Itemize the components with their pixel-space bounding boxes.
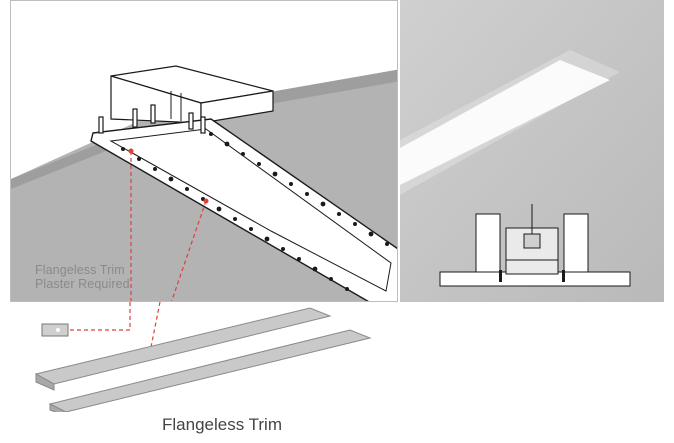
mounting-pins [98, 104, 206, 134]
light-slot [400, 60, 610, 185]
section-pins [499, 270, 565, 282]
drywall-edge-front [11, 139, 111, 189]
installed-cross-section [400, 0, 664, 302]
housing-side [200, 90, 274, 124]
trim-parts-drawing [34, 302, 372, 412]
section-drawing [439, 204, 631, 287]
installation-drawing [11, 65, 397, 301]
flange-holes [121, 132, 389, 291]
leader-lines [130, 151, 207, 301]
product-caption: Flangeless Trim [162, 415, 282, 434]
installation-drawing-panel: Flangeless Trim Plaster Required [10, 0, 398, 302]
callout-plaster-required: Plaster Required [35, 277, 130, 291]
channel-inner [109, 128, 392, 292]
trim-clip [41, 323, 69, 337]
installed-view-panel [400, 0, 664, 302]
callout-flangeless-trim: Flangeless Trim [35, 263, 125, 277]
